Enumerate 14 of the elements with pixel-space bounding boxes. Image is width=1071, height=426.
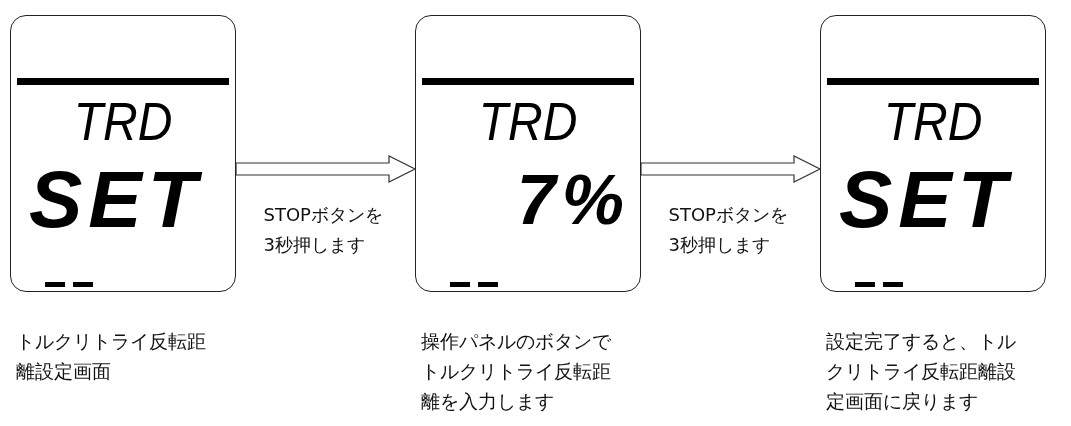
display-value-text: SET [839, 158, 1013, 242]
lcd-screen [820, 15, 1046, 292]
display-value-text: 7% [516, 160, 630, 241]
display-value-text: SET [29, 158, 203, 242]
display-mode-text: TRD [882, 93, 984, 151]
block-arrow [640, 155, 822, 183]
display-mode-text: TRD [477, 93, 579, 151]
screen-caption: トルクリトライ反転距離設定画面 [16, 329, 206, 384]
screen-caption: 設定完了すると、トルクリトライ反転距離設定画面に戻ります [826, 329, 1016, 414]
display-mode-text: TRD [72, 93, 174, 151]
screen-caption: 操作パネルのボタンでトルクリトライ反転距離を入力します [421, 329, 611, 414]
lcd-screen [415, 15, 641, 292]
block-arrow [235, 155, 417, 183]
lcd-screen [10, 15, 236, 292]
